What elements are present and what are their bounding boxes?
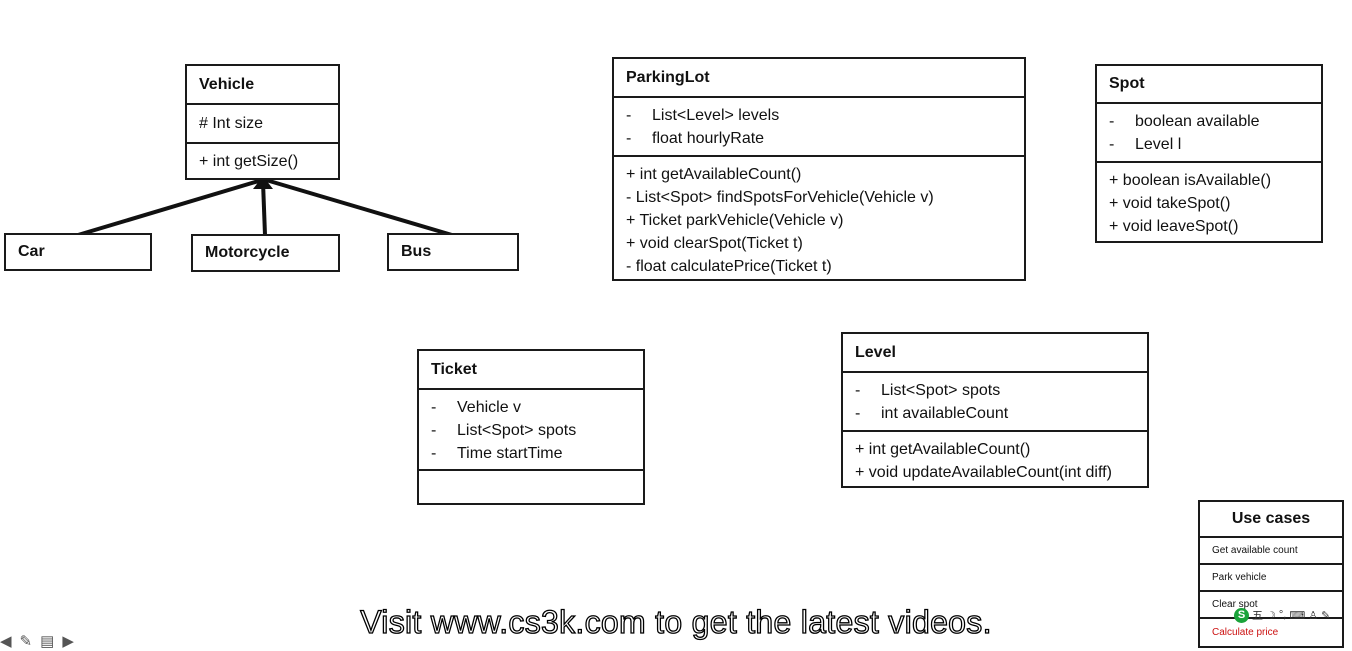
comment-icon[interactable]: ▤ bbox=[40, 633, 55, 650]
attribute-marker: - bbox=[1109, 136, 1115, 153]
spot-attribute: - Level l bbox=[1097, 133, 1321, 156]
ticket-class-title: Ticket bbox=[431, 360, 477, 378]
parkinglot-class[interactable]: ParkingLot - List<Level> levels - float ho… bbox=[612, 57, 1026, 281]
attribute-marker: - bbox=[431, 399, 437, 416]
attribute-marker: - bbox=[431, 445, 437, 462]
motorcycle-inherits-line bbox=[261, 181, 267, 236]
parkinglot-attribute: - List<Level> levels bbox=[614, 104, 1024, 127]
level-attribute-text: int availableCount bbox=[881, 405, 1009, 422]
parkinglot-attribute-text: List<Level> levels bbox=[652, 107, 780, 124]
vehicle-class-title: Vehicle bbox=[199, 75, 255, 93]
attribute-marker: - bbox=[855, 405, 861, 422]
level-class[interactable]: Level - List<Spot> spots - int availableCo… bbox=[841, 332, 1149, 488]
spot-method: + void leaveSpot() bbox=[1109, 218, 1239, 235]
use-case-item[interactable]: Get available count bbox=[1200, 538, 1342, 565]
car-inherits-line bbox=[77, 178, 263, 237]
attribute-marker: - bbox=[626, 130, 632, 147]
parkinglot-method: + Ticket parkVehicle(Vehicle v) bbox=[626, 212, 844, 229]
spot-method: + boolean isAvailable() bbox=[1109, 172, 1272, 189]
ime-logo-icon[interactable]: S bbox=[1234, 607, 1249, 623]
level-class-title: Level bbox=[855, 343, 896, 361]
use-cases-panel: Use cases Get available count Park vehic… bbox=[1198, 500, 1344, 648]
ticket-attribute-text: List<Spot> spots bbox=[457, 422, 577, 439]
level-method: + int getAvailableCount() bbox=[855, 441, 1031, 458]
ime-moon-icon[interactable]: ☽ bbox=[1266, 609, 1276, 622]
parkinglot-attribute: - float hourlyRate bbox=[614, 127, 1024, 150]
parkinglot-method: + int getAvailableCount() bbox=[626, 166, 802, 183]
motorcycle-class[interactable]: Motorcycle bbox=[191, 234, 340, 272]
bus-class[interactable]: Bus bbox=[387, 233, 519, 271]
vehicle-method: + int getSize() bbox=[199, 153, 299, 170]
level-attribute-text: List<Spot> spots bbox=[881, 382, 1001, 399]
slide-toolbar: ◀ ✎ ▤ ▶ bbox=[0, 632, 74, 650]
use-case-item[interactable]: Park vehicle bbox=[1200, 565, 1342, 592]
attribute-marker: - bbox=[855, 382, 861, 399]
spot-class-title: Spot bbox=[1109, 75, 1145, 92]
motorcycle-class-title: Motorcycle bbox=[205, 244, 290, 261]
ticket-methods-section bbox=[419, 469, 643, 471]
vehicle-class[interactable]: Vehicle # Int size + int getSize() bbox=[185, 64, 340, 180]
parkinglot-class-title: ParkingLot bbox=[626, 68, 710, 86]
spot-attribute: - boolean available bbox=[1097, 110, 1321, 133]
attribute-marker: - bbox=[1109, 113, 1115, 130]
attribute-marker: - bbox=[626, 107, 632, 124]
use-case-item[interactable]: Clear spot bbox=[1200, 592, 1342, 619]
ime-user-icon[interactable]: ♙ bbox=[1308, 609, 1319, 622]
spot-attribute-text: Level l bbox=[1135, 136, 1182, 153]
level-attribute: - int availableCount bbox=[843, 402, 1147, 425]
ticket-attribute: - Vehicle v bbox=[419, 396, 643, 419]
arrow-left-icon[interactable]: ◀ bbox=[0, 633, 12, 650]
ticket-attribute: - Time startTime bbox=[419, 442, 643, 465]
ticket-attribute-text: Time startTime bbox=[457, 445, 563, 462]
level-method: + void updateAvailableCount(int diff) bbox=[855, 464, 1112, 481]
vehicle-attribute: # Int size bbox=[199, 115, 264, 132]
attribute-marker: - bbox=[431, 422, 437, 439]
ime-punct-icon[interactable]: °, bbox=[1278, 609, 1287, 621]
inheritance-arrowhead bbox=[253, 176, 273, 189]
bus-inherits-line bbox=[265, 178, 453, 237]
ticket-class[interactable]: Ticket - Vehicle v - List<Spot> spots - Tim… bbox=[417, 349, 645, 505]
car-class-title: Car bbox=[18, 243, 45, 260]
level-attribute: - List<Spot> spots bbox=[843, 379, 1147, 402]
ime-settings-icon[interactable]: ✎ bbox=[1321, 609, 1331, 622]
parkinglot-method: + void clearSpot(Ticket t) bbox=[626, 235, 803, 252]
ime-toolbar: S 五 ☽ °, ⌨ ♙ ✎ bbox=[1234, 607, 1330, 623]
parkinglot-method: - float calculatePrice(Ticket t) bbox=[626, 258, 832, 275]
car-class[interactable]: Car bbox=[4, 233, 152, 271]
parkinglot-method: - List<Spot> findSpotsForVehicle(Vehicle… bbox=[626, 189, 934, 206]
spot-class[interactable]: Spot - boolean available - Level l + boole… bbox=[1095, 64, 1323, 243]
parkinglot-attribute-text: float hourlyRate bbox=[652, 130, 765, 147]
spot-attribute-text: boolean available bbox=[1135, 113, 1260, 130]
use-cases-title: Use cases bbox=[1200, 502, 1342, 538]
use-case-item-highlighted[interactable]: Calculate price bbox=[1212, 627, 1279, 638]
spot-method: + void takeSpot() bbox=[1109, 195, 1231, 212]
arrow-right-icon[interactable]: ▶ bbox=[62, 633, 74, 650]
video-subtitle: Visit www.cs3k.com to get the latest vid… bbox=[360, 603, 993, 640]
bus-class-title: Bus bbox=[401, 243, 432, 260]
ticket-attribute: - List<Spot> spots bbox=[419, 419, 643, 442]
ticket-attribute-text: Vehicle v bbox=[457, 399, 522, 416]
ime-mode-icon[interactable]: 五 bbox=[1252, 610, 1263, 622]
pen-icon[interactable]: ✎ bbox=[19, 633, 33, 650]
ime-keyboard-icon[interactable]: ⌨ bbox=[1289, 609, 1306, 622]
